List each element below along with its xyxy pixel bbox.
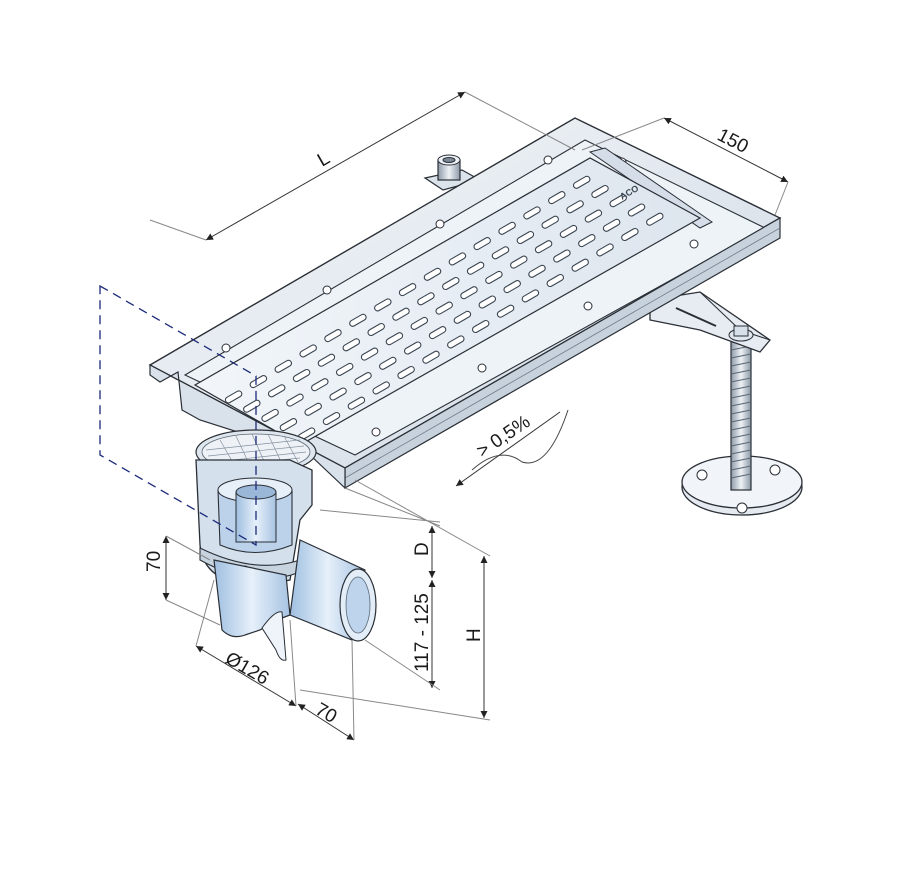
grate-slot: [322, 411, 341, 426]
grate-slot: [347, 396, 366, 410]
total-height-label: H: [464, 628, 485, 642]
grate-slot: [304, 402, 322, 416]
grate-slot: [435, 301, 453, 315]
grate-slot: [267, 384, 286, 398]
grate-slot: [410, 316, 429, 330]
grate-slot: [385, 332, 404, 346]
grate-slot: [274, 359, 293, 373]
grate-slot: [503, 280, 521, 294]
grate-slot: [541, 215, 559, 229]
grate-slot: [521, 289, 540, 303]
grate-slot: [621, 227, 639, 242]
grate-slot: [329, 387, 347, 401]
grate-slot: [403, 341, 422, 355]
grate-slot: [478, 295, 497, 309]
grate-slot: [566, 200, 584, 214]
slotted-grate: ACO: [193, 157, 702, 446]
grate-slot: [516, 230, 535, 245]
drain-trap: [195, 429, 377, 661]
grate-slot: [584, 209, 603, 223]
grate-slot: [460, 286, 478, 300]
grate-slot: [602, 218, 621, 232]
grate-slot: [392, 307, 410, 321]
grate-slot: [379, 356, 397, 370]
grate-slot: [485, 270, 503, 284]
grate-slot: [243, 399, 261, 413]
outlet-length-label: 70: [312, 699, 341, 728]
grate-slot: [261, 408, 279, 422]
grate-slot: [596, 243, 614, 257]
grate-slot: [279, 418, 298, 432]
grate-slot: [311, 378, 329, 392]
grate-slot: [442, 276, 460, 291]
grate-slot: [423, 267, 442, 281]
grate-slot: [510, 255, 528, 269]
trap-diameter-label: Ø126: [222, 648, 273, 689]
width-label: 150: [714, 125, 752, 158]
grate-slot: [286, 393, 304, 407]
grate-slot: [397, 365, 415, 380]
grate-slot: [627, 203, 646, 217]
grate-slot: [335, 362, 354, 376]
length-label: L: [314, 148, 334, 171]
grate-slot: [571, 258, 589, 272]
adjustable-foot: [649, 291, 803, 516]
grate-slot: [471, 319, 490, 334]
grate-slot: [417, 292, 435, 306]
grate-slot: [553, 249, 571, 263]
grate-slot: [292, 368, 311, 383]
dimension-lines: [149, 91, 789, 741]
grate-slot: [498, 221, 516, 235]
section-plane: [99, 284, 257, 547]
grate-slot: [548, 191, 566, 205]
grate-slot: [534, 240, 553, 254]
grate-slot: [249, 375, 268, 389]
grate-slot: [466, 261, 485, 275]
grate-slot: [559, 224, 578, 238]
depth-label: D: [412, 542, 433, 556]
grate-slot: [448, 252, 467, 266]
grate-slot: [496, 304, 515, 318]
grate-slot: [354, 372, 372, 386]
grate-slot: [324, 329, 342, 343]
grate-slot: [523, 206, 541, 220]
grate-slot: [422, 350, 440, 364]
grate-slot: [646, 212, 664, 226]
outlet-offset-label: 70: [144, 551, 165, 572]
grate-slot: [447, 335, 465, 349]
grate-slot: [367, 322, 385, 337]
grate-slot: [372, 381, 390, 395]
grate-slot: [342, 338, 361, 352]
grate-slot: [299, 344, 317, 358]
grate-slot: [473, 237, 491, 251]
grate-slot: [360, 347, 379, 361]
grate-slot: [224, 390, 243, 404]
grate-slot: [528, 264, 546, 278]
grate-slot: [374, 298, 392, 312]
grate-slot: [546, 273, 565, 288]
grate-slot: [453, 310, 472, 324]
grate-slot: [572, 175, 591, 189]
outlet-height-label: 117 - 125: [412, 593, 433, 672]
thread-lines: [730, 345, 752, 479]
grate-slot: [428, 326, 447, 340]
grate-slot: [349, 313, 367, 327]
grate-slot: [491, 246, 510, 260]
grate-slot: [398, 283, 417, 297]
grate-slots: [224, 175, 664, 441]
grate-slot: [578, 234, 596, 248]
grate-slot: [609, 194, 627, 208]
grate-slot: [317, 353, 336, 367]
grate-slot: [591, 184, 609, 199]
